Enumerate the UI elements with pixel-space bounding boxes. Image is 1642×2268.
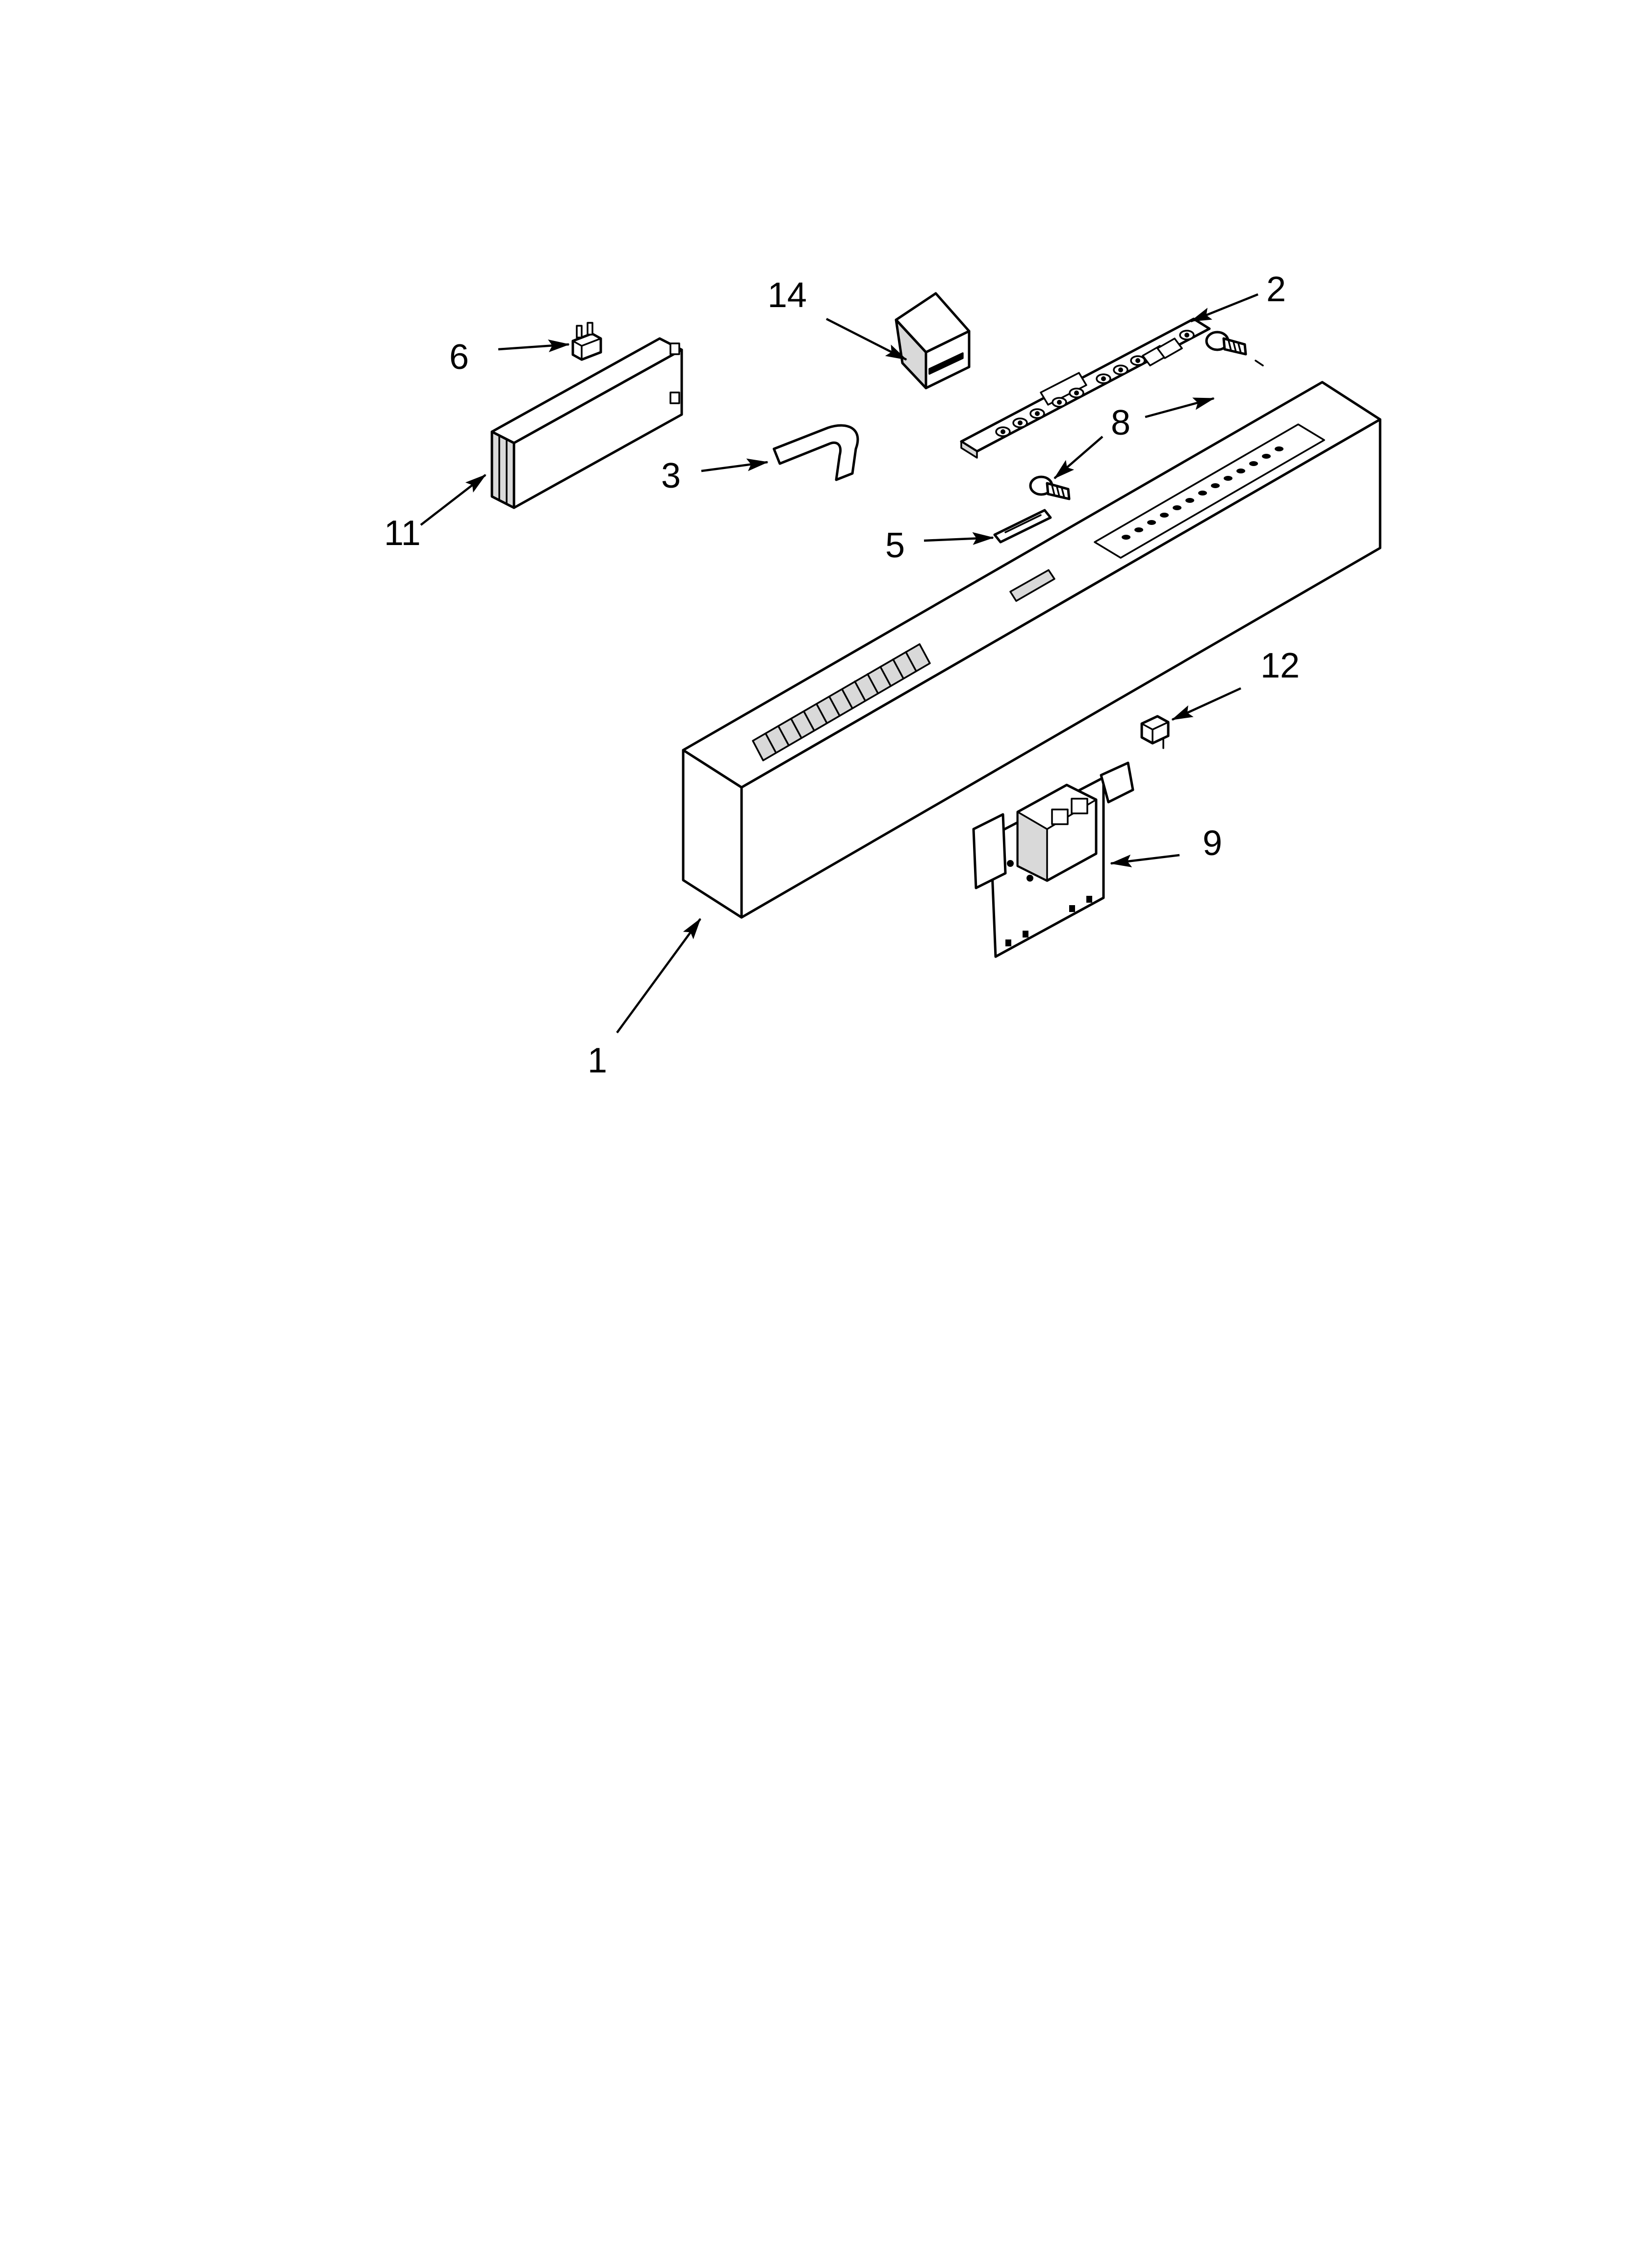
board-buttons <box>995 330 1195 437</box>
callout-2: 2 <box>1266 270 1286 309</box>
control-board-part-2 <box>960 317 1211 459</box>
callout-3: 3 <box>661 456 681 495</box>
control-button-strip <box>1094 423 1325 559</box>
handle-recess <box>1009 569 1055 602</box>
screw-part-8-upper <box>1205 331 1264 366</box>
control-module-part-11 <box>490 337 683 509</box>
callout-12: 12 <box>1260 646 1300 685</box>
leader-lines <box>420 293 1258 1034</box>
clip-part-12 <box>1140 715 1170 749</box>
ribbon-cable-part-3 <box>772 424 859 481</box>
console-panel-part-1 <box>682 381 1382 919</box>
callout-5: 5 <box>885 526 905 565</box>
callout-9: 9 <box>1203 824 1222 863</box>
switch-bracket-part-9 <box>972 761 1134 958</box>
callout-8: 8 <box>1111 403 1130 443</box>
callout-11: 11 <box>384 514 421 553</box>
callout-6: 6 <box>449 338 469 377</box>
nameplate-part-5 <box>993 509 1052 544</box>
vent-slots <box>752 643 931 761</box>
cover-part-14 <box>895 292 971 390</box>
callout-14: 14 <box>768 276 807 315</box>
callout-labels: 14 2 6 8 3 11 5 12 9 1 <box>384 270 1300 1080</box>
connector-part-6 <box>571 322 602 361</box>
screw-part-8-lower <box>1029 475 1071 500</box>
callout-1: 1 <box>588 1041 607 1080</box>
